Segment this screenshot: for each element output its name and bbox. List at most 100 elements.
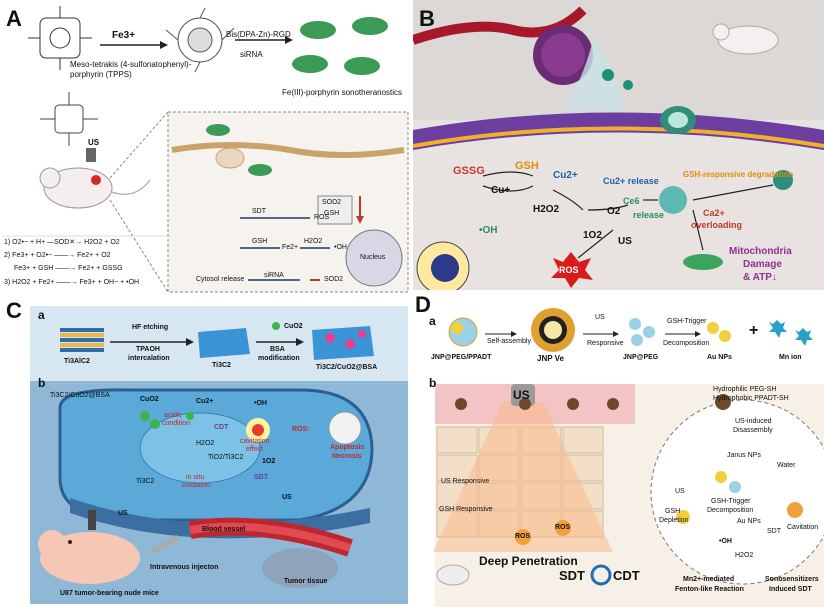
equation-1: 1) O2•− + H+ —SOD✕→ H2O2 + O2 (4, 239, 120, 246)
deep-penetration-label: Deep Penetration (479, 554, 578, 568)
singlet-o2-label: 1O2 (262, 458, 276, 465)
panel-a-graphic (2, 6, 409, 293)
gsh-arrow-label: GSH (252, 238, 268, 245)
sub-b-label: b (429, 376, 437, 390)
panel-b: B GSSG GSH Cu2+ Cu+ H2O2 O2 Cu2+ release… (413, 0, 824, 290)
water-label: Water (777, 462, 796, 469)
gsh-trigger-3: GSH-Trigger (711, 498, 751, 505)
cdt-logo-label: CDT (613, 568, 640, 583)
us-label: US (618, 236, 632, 247)
composite-label: Ti3C2/CuO2@BSA (316, 364, 378, 371)
panel-d-label: D (415, 292, 431, 317)
cuo2-label-2: CuO2 (140, 396, 159, 403)
cuo2-label: CuO2 (284, 323, 303, 330)
panel-b-label: B (419, 6, 435, 31)
ros-label-1: ROS (515, 533, 531, 540)
ros-label-2: ROS (555, 524, 571, 531)
ti3c2-label-2: Ti3C2 (136, 478, 155, 485)
plus-sign: + (749, 322, 759, 339)
ti3c2-label: Ti3C2 (212, 362, 231, 369)
sub-a-label: a (38, 308, 45, 322)
sod2-box-label: SOD2 (322, 199, 342, 206)
jnp-peg-label: JNP@PEG (623, 354, 659, 361)
oh-label: •OH (479, 225, 498, 236)
panel-a-label: A (6, 6, 22, 31)
fe3-label: Fe3+ (112, 30, 136, 41)
apoptosis-label: Apoptosis (330, 444, 365, 451)
cu-label: Cu+ (491, 185, 511, 196)
au-nps-label: Au NPs (737, 518, 761, 525)
panel-c-label: C (6, 298, 22, 323)
intercalation-label: intercalation (128, 355, 170, 362)
panel-c: C (0, 298, 410, 607)
us-label-cell: US (675, 488, 685, 495)
sdt-label-cell: SDT (767, 528, 781, 535)
legend-ppadt: Hydrophobic PPADT-SH (713, 395, 789, 402)
us-induced-2: Disassembly (733, 427, 773, 434)
gsh-trigger-2: Decomposition (663, 340, 710, 347)
panel-d: D (413, 292, 824, 607)
gsh-trigger-1: GSH-Trigger (667, 318, 707, 325)
tumor-label: Tumor tissue (284, 578, 328, 585)
release-label: release (633, 210, 665, 220)
ti3alc2-label: Ti3AlC2 (64, 358, 90, 365)
mn-fenton-2: Fenton-like Reaction (675, 586, 744, 593)
mito-label-1: Mitochondria (729, 246, 792, 257)
equation-3: 3) H2O2 + Fe2+ ——→ Fe3+ + OH− + •OH (4, 279, 140, 286)
ti3alc2-stack (60, 328, 104, 352)
panel-a: A (0, 0, 410, 296)
oxidation-label: oxidation (182, 482, 211, 489)
tpps-label-1: Meso-tetrakis (4-sulfonatophenyl)- (70, 60, 192, 69)
mn-fenton-1: Mn2+-mediated (683, 576, 735, 583)
cdt-label: CDT (214, 424, 229, 431)
h2o2-label: H2O2 (196, 440, 215, 447)
ros-label: ROS (559, 265, 579, 275)
green-nanoparticles (292, 17, 388, 75)
tio2-label: TiO2/Ti3C2 (208, 454, 244, 461)
us-label-cell: US (282, 494, 292, 501)
tpaoh-label: TPAOH (136, 346, 160, 353)
gssg-label: GSSG (453, 165, 485, 177)
bsa-label: BSA (270, 346, 285, 353)
sirna-label: siRNA (240, 50, 263, 59)
mito-label-3: & ATP↓ (743, 272, 777, 283)
overloading-label: overloading (691, 220, 743, 230)
cavitation-label: cavitation (240, 438, 270, 445)
jnp-label: JNP@PEG/PPADT (431, 354, 492, 361)
gsh-box-label: GSH (324, 210, 340, 217)
product-label: Fe(III)-porphyrin sonotheranostics (282, 88, 403, 97)
ca-label: Ca2+ (703, 208, 725, 218)
us-responsive-label: US Responsive (441, 478, 490, 485)
hf-label: HF etching (132, 324, 169, 331)
us-probe-label: US (513, 388, 530, 402)
panel-b-graphic (413, 0, 824, 290)
us-responsive-2: Responsive (587, 340, 624, 347)
us-induced-1: US-induced (735, 418, 772, 425)
effect-label: effect (246, 446, 263, 453)
iv-label: Intravenous injecton (150, 564, 219, 571)
cu2-label: Cu2+ (553, 170, 578, 181)
modification-label: modification (258, 355, 300, 362)
us-responsive-1: US (595, 314, 605, 321)
h2o2-label: H2O2 (735, 552, 754, 559)
legend-peg: Hydrophilic PEG-SH (713, 386, 777, 393)
mito-label-2: Damage (743, 259, 782, 270)
h2o2-label: H2O2 (304, 238, 323, 245)
o2-label: O2 (607, 206, 621, 217)
composite-label-2: Ti3C2/CuO2@BSA (50, 392, 110, 399)
ros-label: ROS (314, 214, 330, 221)
gsh-label: GSH (515, 160, 539, 172)
gsh-trigger-4: Decomposition (707, 507, 754, 514)
equation-2b: Fe3+ + GSH ——→ Fe2+ + GSSG (14, 265, 123, 272)
gsh-depletion-1: GSH (665, 508, 681, 515)
oh-label: •OH (334, 244, 347, 251)
tpps-label-2: porphyrin (TPPS) (70, 70, 132, 79)
condition-label: condition (162, 420, 191, 427)
panel-d-graphic (433, 308, 824, 607)
sub-b-label: b (38, 376, 46, 390)
sono-label-1: Sonosensitizers (765, 576, 819, 583)
ros-label: ROS↑ (292, 426, 311, 433)
sdt-logo-label: SDT (559, 568, 585, 583)
au-label: Au NPs (707, 354, 732, 361)
sirna-arrow-label: siRNA (264, 272, 284, 279)
